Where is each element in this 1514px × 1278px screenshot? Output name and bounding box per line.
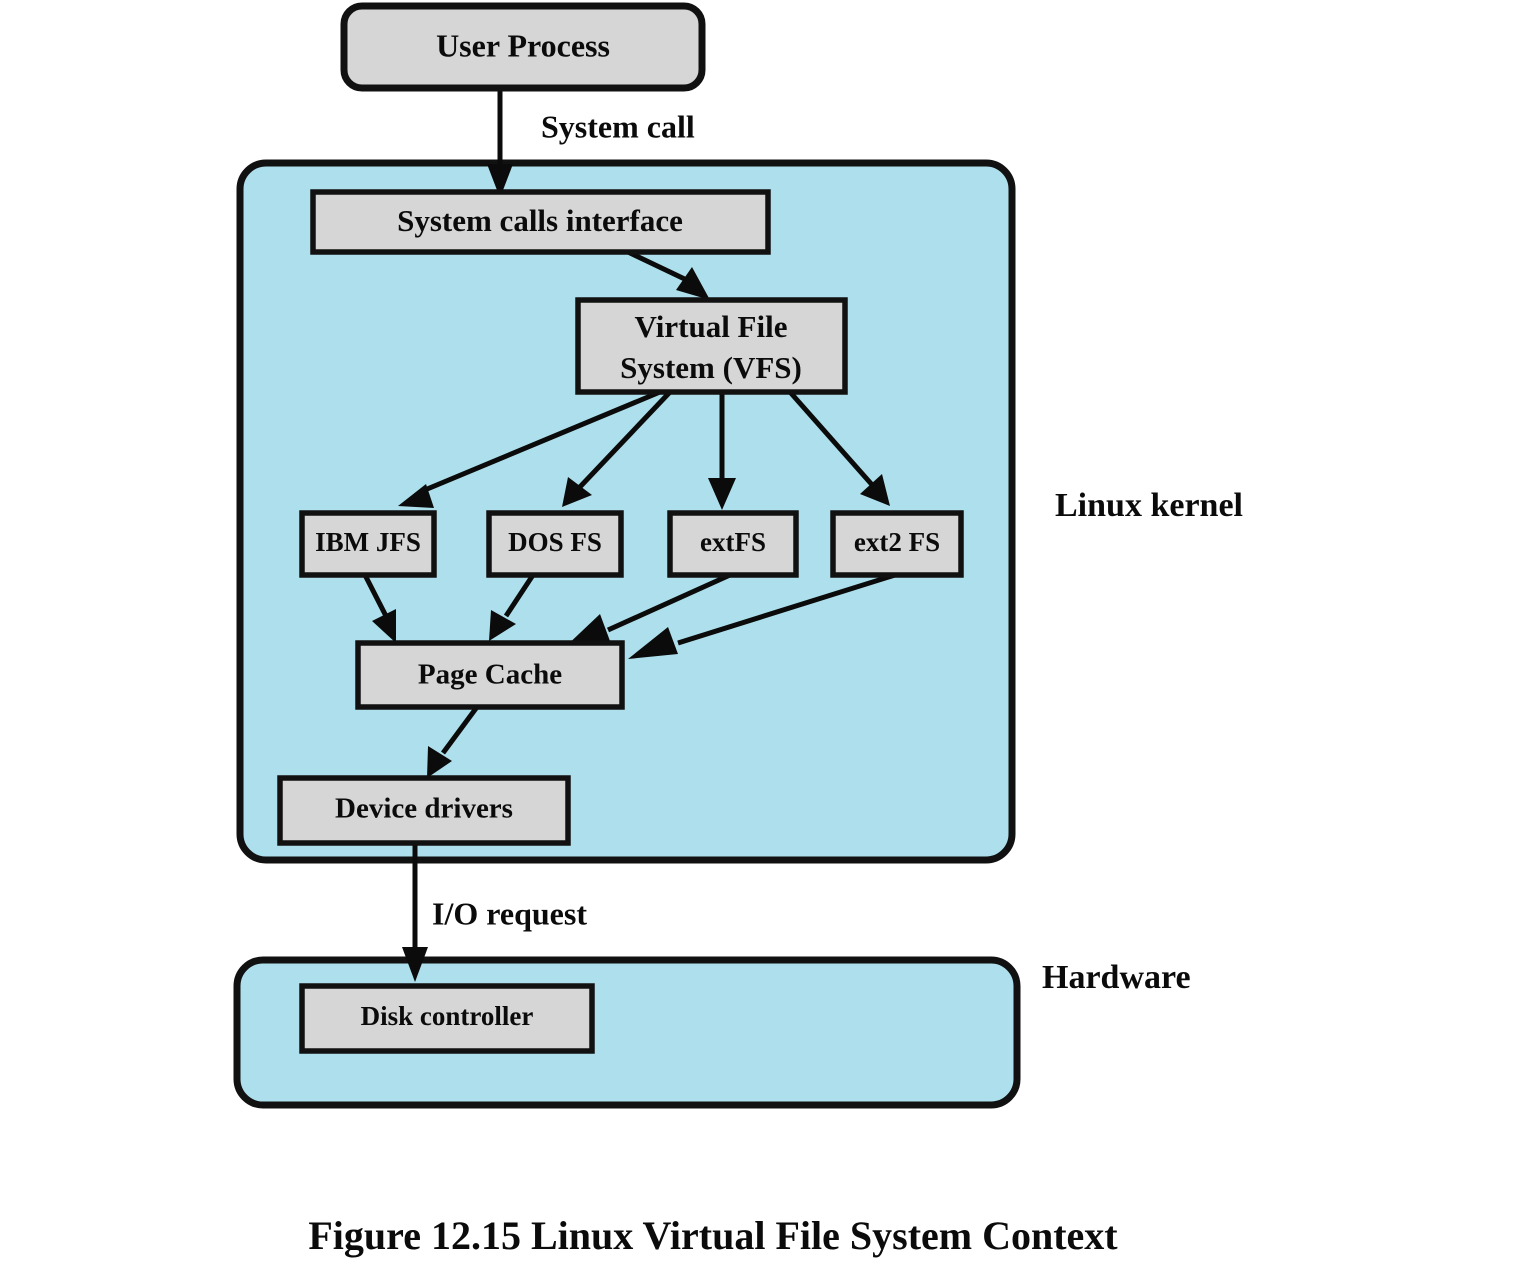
node-disk-controller[interactable]: Disk controller: [299, 983, 595, 1054]
node-virtual-file-system-box[interactable]: [575, 297, 848, 395]
node-ext2-fs-label: ext2 FS: [854, 527, 940, 557]
node-ibm-jfs-label: IBM JFS: [315, 527, 421, 557]
node-dos-fs[interactable]: DOS FS: [486, 510, 624, 578]
arrowhead-icon: [372, 609, 396, 643]
edge-ext2-fs-to-page-cache: [628, 572, 896, 659]
node-device-drivers-box[interactable]: [277, 775, 571, 846]
node-disk-controller-label: Disk controller: [361, 1001, 534, 1031]
edge-line: [440, 705, 480, 755]
edge-line: [788, 390, 876, 489]
edge-line: [626, 249, 695, 286]
edge-line: [503, 573, 536, 618]
arrowhead-icon: [489, 610, 516, 641]
arrowhead-icon: [487, 164, 513, 198]
edge-line: [362, 573, 390, 620]
node-device-drivers[interactable]: Device drivers: [277, 775, 571, 846]
node-system-calls-interface-box[interactable]: [310, 189, 771, 255]
node-page-cache-box[interactable]: [355, 640, 625, 710]
arrowhead-icon: [427, 746, 452, 778]
arrowhead-icon: [398, 484, 434, 508]
node-extfs-box[interactable]: [667, 510, 799, 578]
node-system-calls-interface-label: System calls interface: [397, 203, 683, 238]
node-user-process-label: User Process: [436, 27, 610, 63]
arrowhead-icon: [860, 474, 890, 506]
edge-page-cache-to-device-drivers: [427, 705, 480, 778]
edge-dos-fs-to-page-cache: [489, 573, 536, 641]
edge-system-calls-interface-to-vfs: [626, 249, 710, 300]
node-ibm-jfs-box[interactable]: [299, 510, 437, 578]
node-page-cache-label: Page Cache: [418, 659, 562, 691]
node-virtual-file-system-label-line1: Virtual File: [635, 309, 788, 344]
region-label-hardware: Hardware: [1042, 959, 1191, 996]
edge-label-io-request: I/O request: [432, 895, 587, 931]
edge-ibm-jfs-to-page-cache: [362, 573, 396, 643]
edge-vfs-to-dos-fs: [562, 390, 672, 507]
arrowhead-icon: [708, 478, 736, 510]
edge-label-system-call: System call: [541, 108, 695, 144]
edge-user-process-to-system-calls-interface: [487, 88, 513, 198]
edge-vfs-to-ext2-fs: [788, 390, 890, 506]
node-user-process-box[interactable]: [340, 2, 706, 92]
edge-line: [677, 572, 896, 646]
arrowhead-icon: [628, 627, 678, 659]
edge-device-drivers-to-disk-controller: [402, 843, 428, 982]
edge-vfs-to-ibm-jfs: [398, 389, 661, 508]
node-dos-fs-label: DOS FS: [508, 527, 602, 557]
node-page-cache[interactable]: Page Cache: [355, 640, 625, 710]
arrowhead-icon: [676, 267, 710, 300]
node-device-drivers-label: Device drivers: [335, 793, 513, 825]
node-ext2-fs[interactable]: ext2 FS: [830, 510, 964, 578]
node-system-calls-interface[interactable]: System calls interface: [310, 189, 771, 255]
node-virtual-file-system[interactable]: Virtual File System (VFS): [575, 297, 848, 395]
node-virtual-file-system-label-line2: System (VFS): [620, 350, 802, 385]
node-dos-fs-box[interactable]: [486, 510, 624, 578]
node-extfs[interactable]: extFS: [667, 510, 799, 578]
edge-line: [576, 390, 672, 491]
edge-line: [419, 389, 661, 495]
node-extfs-label: extFS: [700, 527, 766, 557]
edge-line: [606, 572, 732, 633]
figure-caption: Figure 12.15 Linux Virtual File System C…: [308, 1213, 1118, 1258]
arrowhead-icon: [562, 477, 592, 507]
node-ext2-fs-box[interactable]: [830, 510, 964, 578]
region-label-linux-kernel: Linux kernel: [1055, 487, 1243, 524]
node-user-process[interactable]: User Process: [340, 2, 706, 92]
node-disk-controller-box[interactable]: [299, 983, 595, 1054]
node-ibm-jfs[interactable]: IBM JFS: [299, 510, 437, 578]
edge-vfs-to-extfs: [708, 392, 736, 510]
arrowhead-icon: [402, 947, 428, 982]
